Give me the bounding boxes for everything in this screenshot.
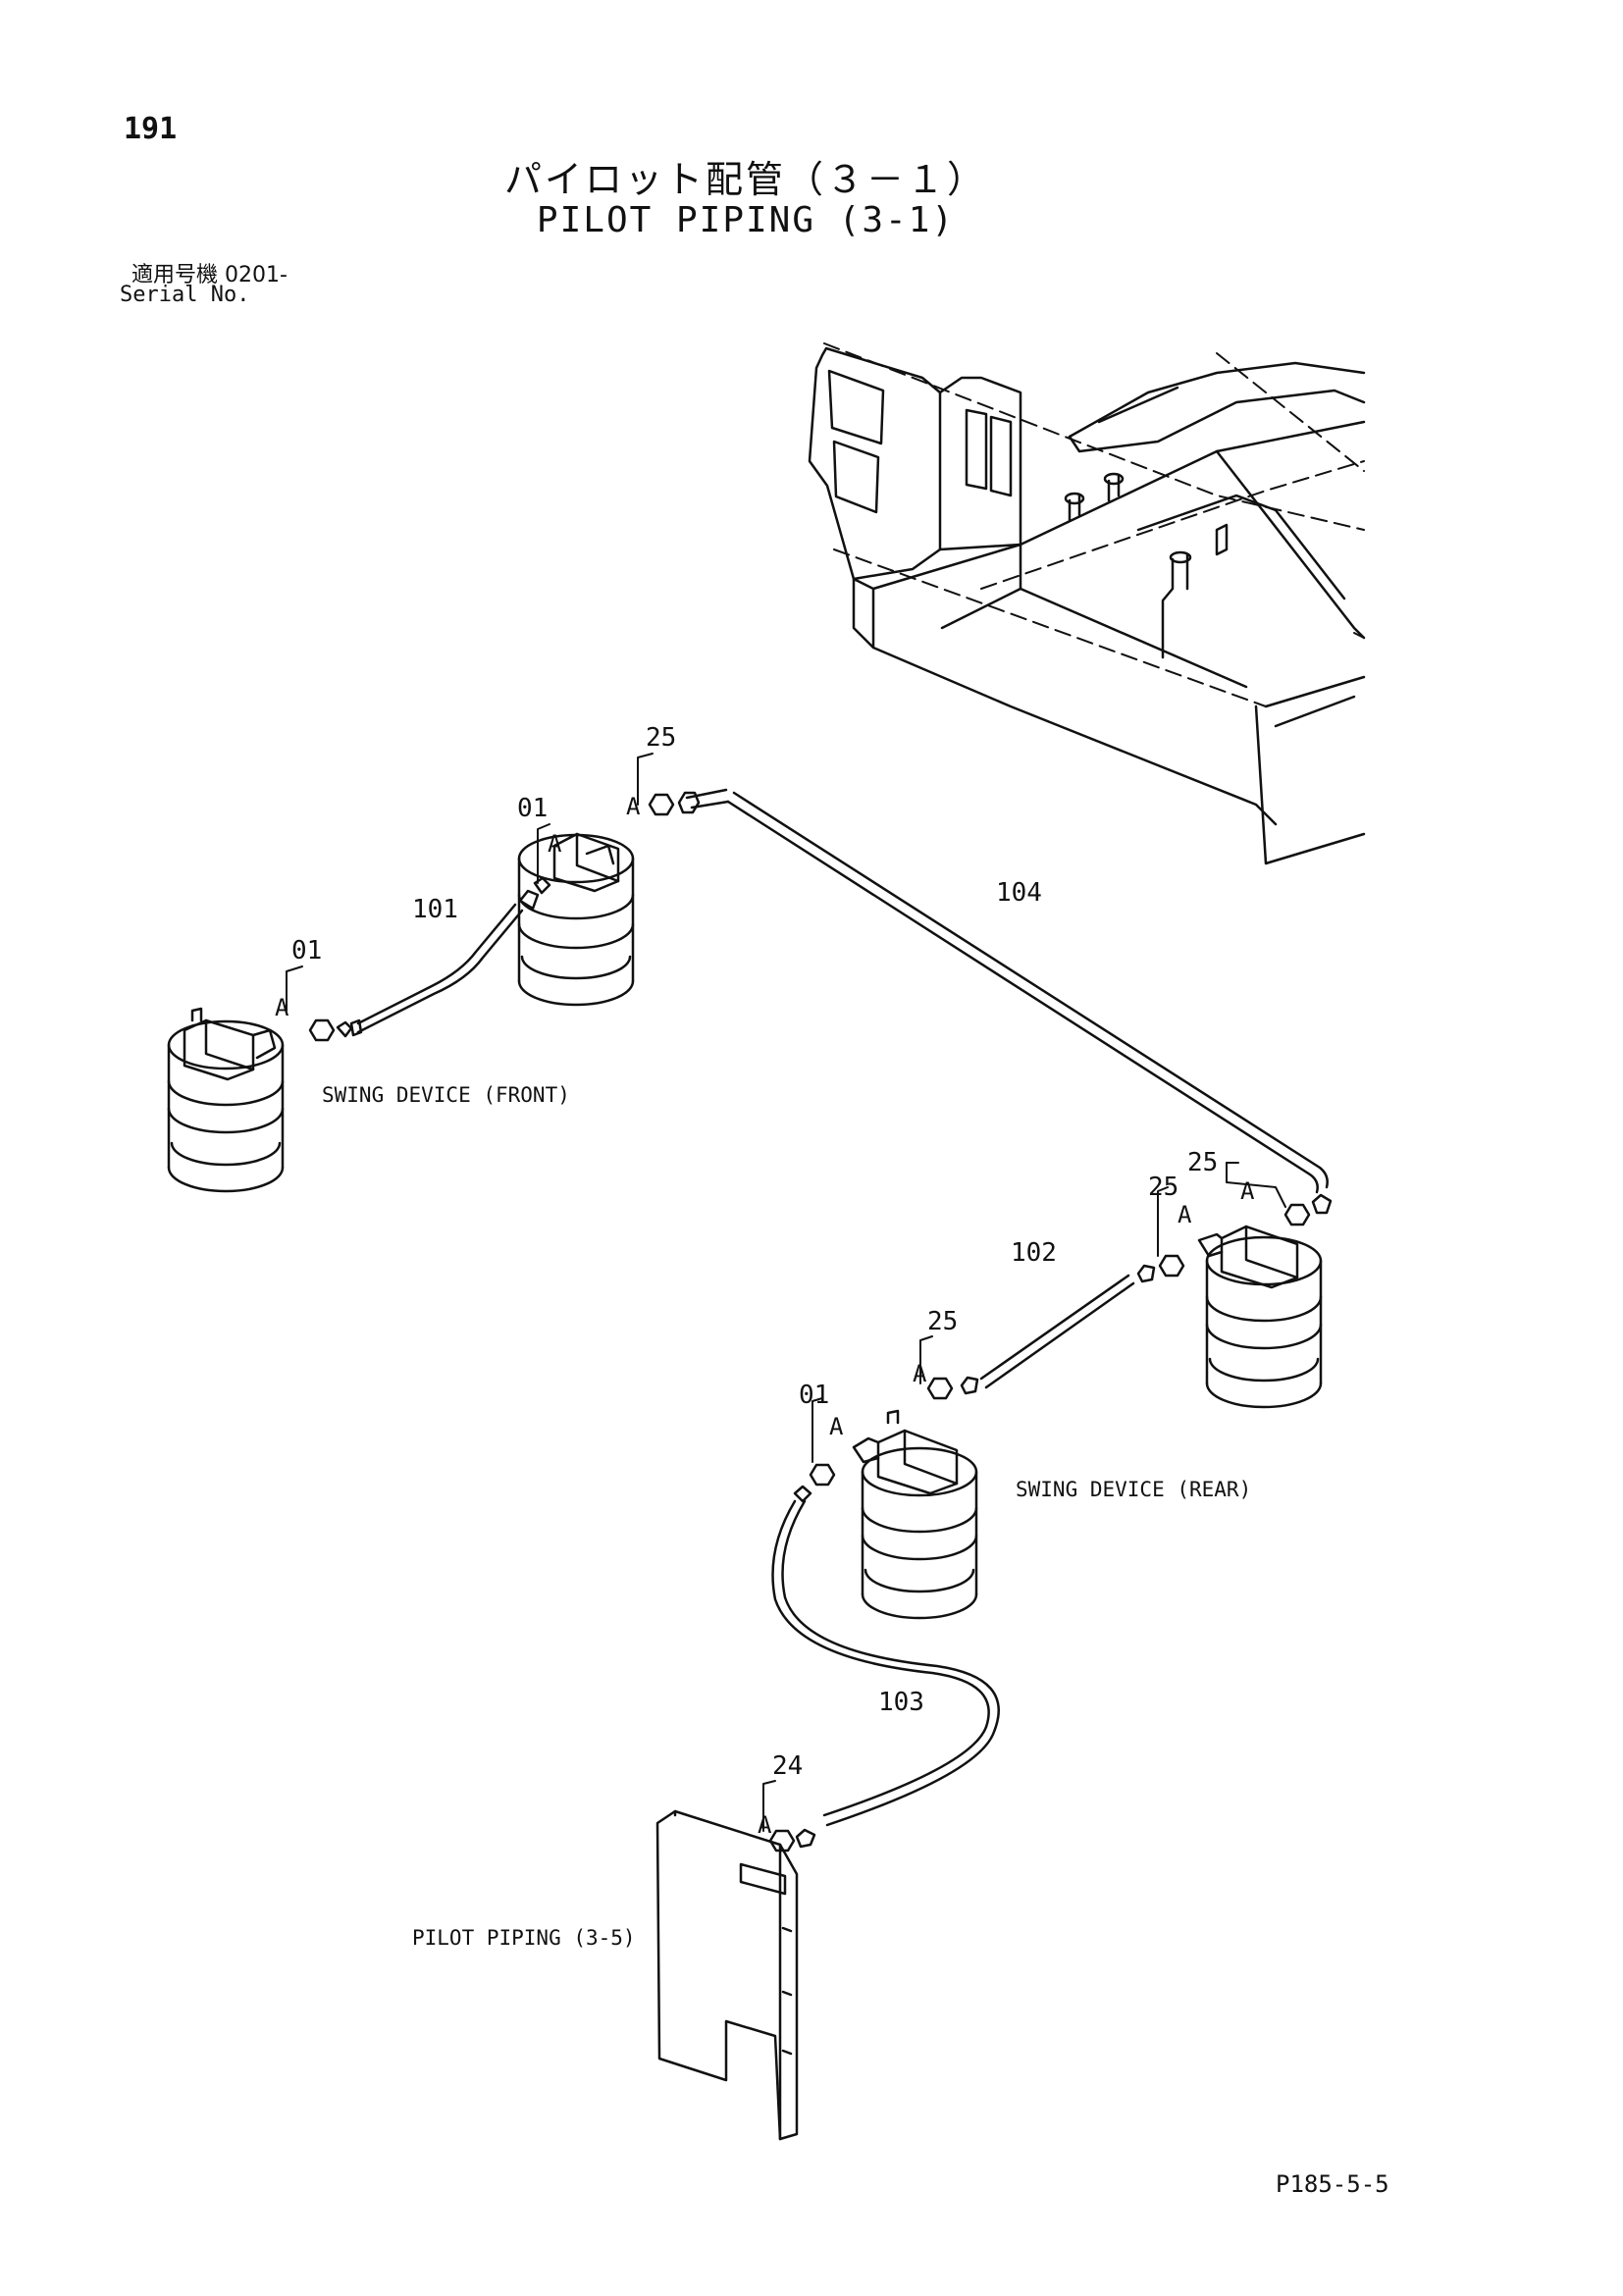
- serial-label-japanese: 適用号機 0201-: [131, 263, 288, 287]
- machine-upper-structure: [808, 342, 1366, 865]
- page-number: 191: [124, 112, 178, 146]
- fittings: [308, 791, 1333, 1852]
- connection-marker-a: A: [758, 1811, 772, 1839]
- swing-motor-front-left: [167, 1007, 285, 1193]
- swing-motor-rear-middle: [852, 1409, 978, 1620]
- page-title-japanese: パイロット配管（３－１）: [503, 158, 987, 201]
- swing-motor-rear-right: [1197, 1225, 1323, 1409]
- label-swing-device-front: SWING DEVICE (FRONT): [322, 1083, 570, 1107]
- connection-marker-a: A: [1178, 1201, 1192, 1228]
- callout-01-rear-middle: 01: [799, 1381, 829, 1410]
- callout-102: 102: [1011, 1238, 1057, 1268]
- swing-motor-front-right: [517, 832, 635, 1007]
- callout-25-rear-right-lower: 25: [1148, 1173, 1178, 1202]
- callout-104: 104: [996, 878, 1042, 908]
- serial-label-english: Serial No.: [120, 283, 250, 307]
- pilot-valve-plate: [655, 1809, 799, 2141]
- callout-25-top: 25: [646, 723, 676, 753]
- callout-101: 101: [412, 895, 458, 924]
- connection-marker-a: A: [548, 830, 562, 858]
- callout-25-middle: 25: [927, 1307, 958, 1336]
- callout-01-front-left: 01: [291, 936, 322, 965]
- connection-marker-a: A: [1240, 1177, 1255, 1205]
- label-swing-device-rear: SWING DEVICE (REAR): [1016, 1478, 1251, 1501]
- callout-103: 103: [878, 1688, 924, 1717]
- label-pilot-piping-ref: PILOT PIPING (3-5): [412, 1926, 636, 1950]
- callout-24: 24: [772, 1751, 803, 1781]
- page-code: P185-5-5: [1276, 2170, 1389, 2198]
- connection-marker-a: A: [829, 1413, 844, 1440]
- callout-leaders: [286, 753, 1286, 1832]
- callout-01-front-right: 01: [517, 794, 548, 823]
- connection-marker-a: A: [275, 994, 289, 1021]
- connection-marker-a: A: [626, 793, 641, 820]
- callout-25-rear-right-upper: 25: [1187, 1148, 1218, 1177]
- hoses: [356, 788, 1329, 1827]
- connection-marker-a: A: [913, 1360, 927, 1387]
- page-title-english: PILOT PIPING (3-1): [536, 200, 956, 240]
